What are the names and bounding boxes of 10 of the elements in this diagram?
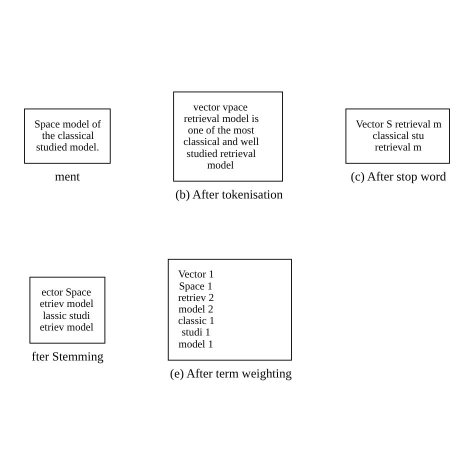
node-label: (e) After term weighting — [170, 366, 292, 380]
node-label: ment — [54, 169, 80, 184]
node-label: (b) After tokenisation — [175, 187, 283, 202]
node-box: Vector S retrieval m classical stu retrieval m — [345, 108, 450, 164]
node-box: ector Space etriev model lassic studi etriev model — [29, 276, 106, 344]
node-label: (c) After stop word — [350, 169, 446, 184]
node-box: Vector 1 Space 1 retriev 2 model 2 classic 1 studi 1 model 1 — [168, 258, 292, 361]
node-box: Space model of the classical studied model. — [24, 108, 111, 164]
node-box: vector vpace retrieval model is one of the most classical and well studied retrieval model — [173, 92, 283, 182]
node-label: fter Stemming — [32, 349, 104, 364]
